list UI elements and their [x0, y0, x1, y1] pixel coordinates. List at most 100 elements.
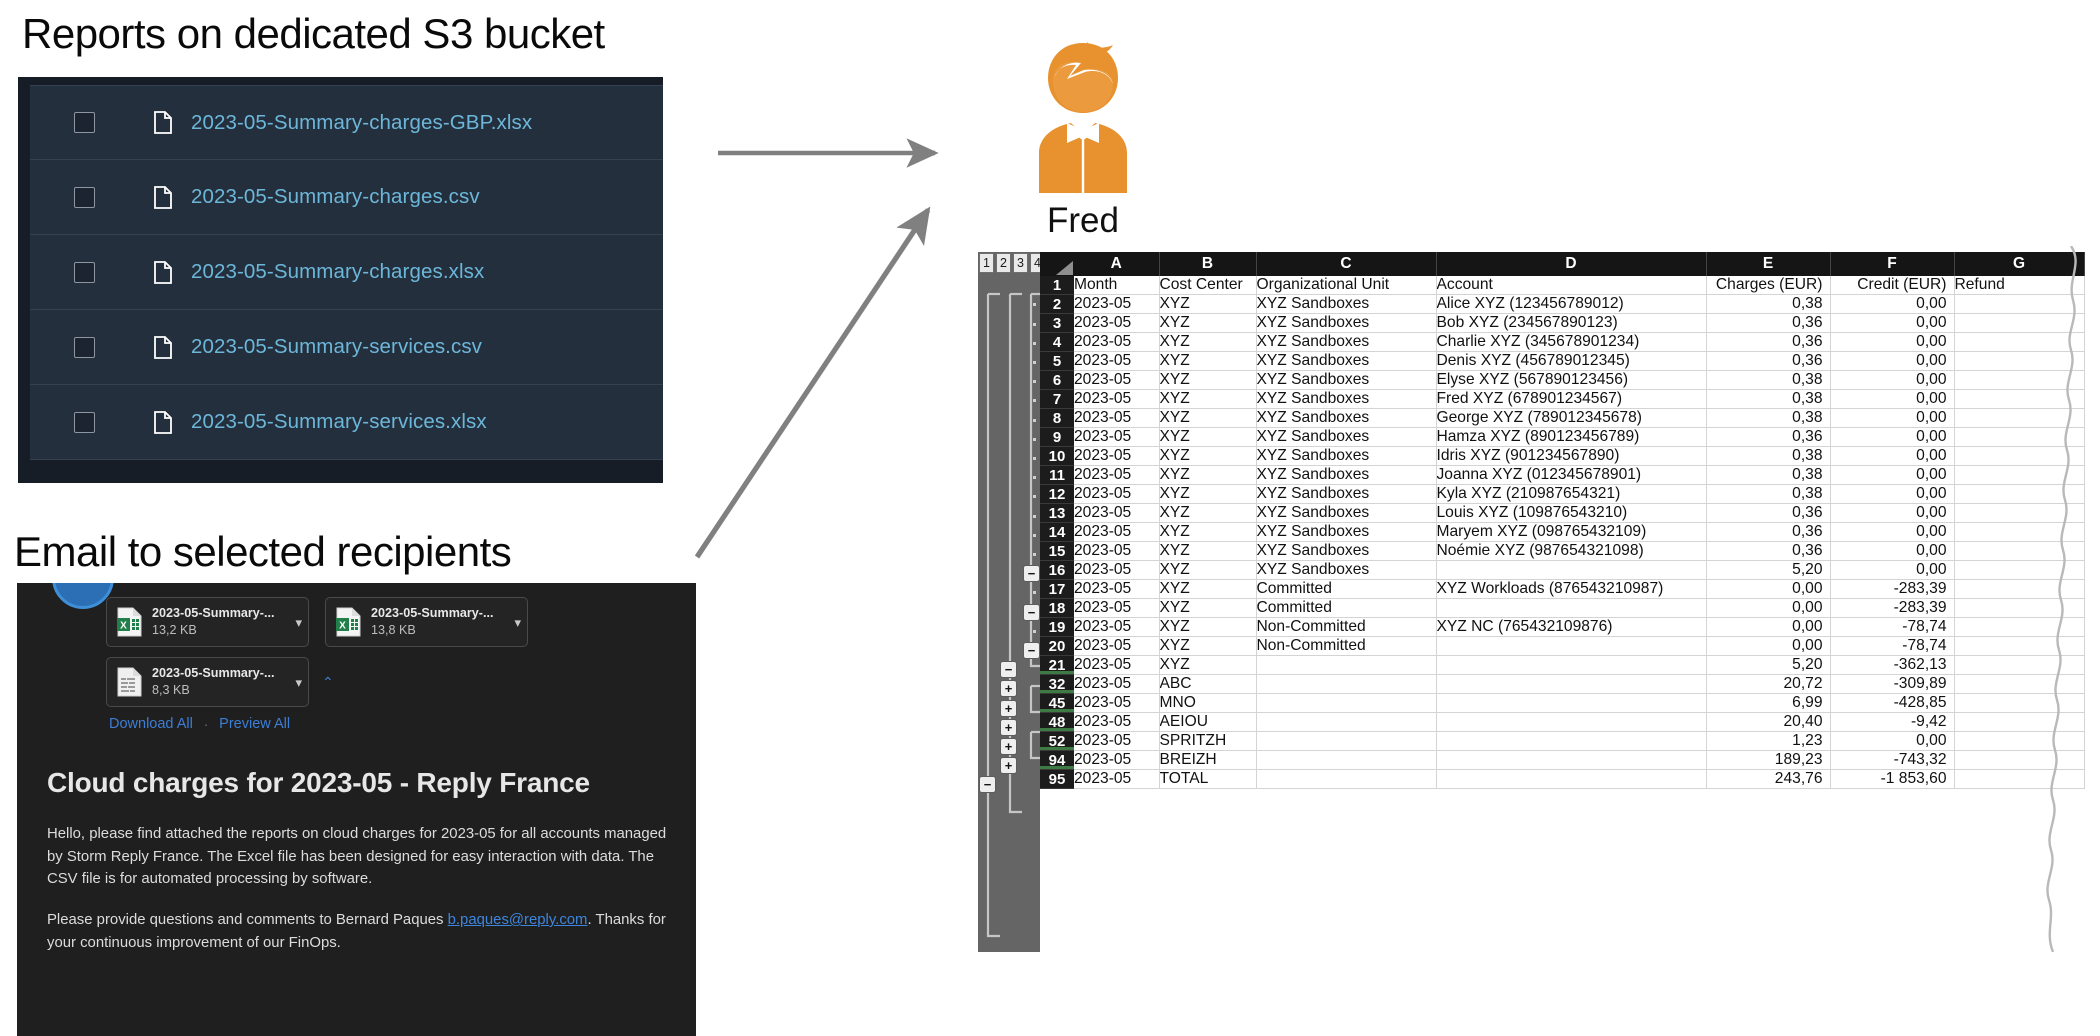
cell-F32[interactable]: -309,89 [1830, 674, 1955, 694]
cell-G21[interactable] [1954, 655, 2085, 675]
row-header-10[interactable]: 10 [1040, 446, 1074, 466]
cell-C19[interactable]: Non-Committed [1256, 617, 1437, 637]
cell-G48[interactable] [1954, 712, 2085, 732]
cell-F19[interactable]: -78,74 [1830, 617, 1955, 637]
cell-E8[interactable]: 0,38 [1706, 408, 1831, 428]
cell-C48[interactable] [1256, 712, 1437, 732]
cell-F6[interactable]: 0,00 [1830, 370, 1955, 390]
column-header-d[interactable]: D [1436, 252, 1707, 276]
cell-D94[interactable] [1436, 750, 1707, 770]
cell-D18[interactable] [1436, 598, 1707, 618]
cell-B6[interactable]: XYZ [1159, 370, 1257, 390]
cell-A16[interactable]: 2023-05 [1074, 560, 1160, 580]
cell-E13[interactable]: 0,36 [1706, 503, 1831, 523]
cell-C94[interactable] [1256, 750, 1437, 770]
cell-B32[interactable]: ABC [1159, 674, 1257, 694]
file-select-checkbox[interactable] [74, 411, 95, 433]
row-header-12[interactable]: 12 [1040, 484, 1074, 504]
outline-level-button-1[interactable]: 1 [979, 253, 994, 273]
cell-E20[interactable]: 0,00 [1706, 636, 1831, 656]
file-name-link[interactable]: 2023-05-Summary-charges.xlsx [191, 260, 485, 283]
row-header-94[interactable]: 94 [1040, 750, 1074, 770]
cell-B3[interactable]: XYZ [1159, 313, 1257, 333]
cell-B7[interactable]: XYZ [1159, 389, 1257, 409]
cell-G95[interactable] [1954, 769, 2085, 789]
cell-B15[interactable]: XYZ [1159, 541, 1257, 561]
cell-A14[interactable]: 2023-05 [1074, 522, 1160, 542]
cell-B95[interactable]: TOTAL [1159, 769, 1257, 789]
cell-G32[interactable] [1954, 674, 2085, 694]
cell-D19[interactable]: XYZ NC (765432109876) [1436, 617, 1707, 637]
outline-collapse-button[interactable]: − [1023, 641, 1040, 659]
cell-A18[interactable]: 2023-05 [1074, 598, 1160, 618]
cell-E95[interactable]: 243,76 [1706, 769, 1831, 789]
cell-C5[interactable]: XYZ Sandboxes [1256, 351, 1437, 371]
cell-E18[interactable]: 0,00 [1706, 598, 1831, 618]
cell-E15[interactable]: 0,36 [1706, 541, 1831, 561]
cell-C95[interactable] [1256, 769, 1437, 789]
file-list-item[interactable]: 2023-05-Summary-services.xlsx [30, 385, 663, 460]
cell-A94[interactable]: 2023-05 [1074, 750, 1160, 770]
row-header-18[interactable]: 18 [1040, 598, 1074, 618]
cell-G3[interactable] [1954, 313, 2085, 333]
cell-E5[interactable]: 0,36 [1706, 351, 1831, 371]
cell-F17[interactable]: -283,39 [1830, 579, 1955, 599]
cell-B20[interactable]: XYZ [1159, 636, 1257, 656]
file-select-checkbox[interactable] [74, 186, 95, 208]
cell-C10[interactable]: XYZ Sandboxes [1256, 446, 1437, 466]
cell-G13[interactable] [1954, 503, 2085, 523]
cell-E19[interactable]: 0,00 [1706, 617, 1831, 637]
cell-B2[interactable]: XYZ [1159, 294, 1257, 314]
cell-G94[interactable] [1954, 750, 2085, 770]
cell-C15[interactable]: XYZ Sandboxes [1256, 541, 1437, 561]
cell-D45[interactable] [1436, 693, 1707, 713]
cell-D20[interactable] [1436, 636, 1707, 656]
attachment-pill[interactable]: X 2023-05-Summary-... 13,2 KB ▾ [106, 597, 309, 647]
outline-collapse-button[interactable]: − [1000, 661, 1017, 679]
cell-D9[interactable]: Hamza XYZ (890123456789) [1436, 427, 1707, 447]
cell-F16[interactable]: 0,00 [1830, 560, 1955, 580]
file-select-checkbox[interactable] [74, 261, 95, 283]
cell-E32[interactable]: 20,72 [1706, 674, 1831, 694]
cell-E6[interactable]: 0,38 [1706, 370, 1831, 390]
file-list-item[interactable]: 2023-05-Summary-charges.xlsx [30, 235, 663, 310]
attachment-pill[interactable]: 2023-05-Summary-... 8,3 KB ▾ [106, 657, 309, 707]
cell-E10[interactable]: 0,38 [1706, 446, 1831, 466]
row-header-19[interactable]: 19 [1040, 617, 1074, 637]
row-header-32[interactable]: 32 [1040, 674, 1074, 694]
cell-B16[interactable]: XYZ [1159, 560, 1257, 580]
cell-B12[interactable]: XYZ [1159, 484, 1257, 504]
row-header-14[interactable]: 14 [1040, 522, 1074, 542]
cell-D5[interactable]: Denis XYZ (456789012345) [1436, 351, 1707, 371]
file-select-checkbox[interactable] [74, 112, 95, 133]
cell-B19[interactable]: XYZ [1159, 617, 1257, 637]
cell-E94[interactable]: 189,23 [1706, 750, 1831, 770]
cell-D2[interactable]: Alice XYZ (123456789012) [1436, 294, 1707, 314]
cell-D7[interactable]: Fred XYZ (678901234567) [1436, 389, 1707, 409]
column-header-b[interactable]: B [1159, 252, 1257, 276]
cell-C4[interactable]: XYZ Sandboxes [1256, 332, 1437, 352]
column-header-e[interactable]: E [1706, 252, 1831, 276]
cell-B52[interactable]: SPRITZH [1159, 731, 1257, 751]
cell-B14[interactable]: XYZ [1159, 522, 1257, 542]
cell-D13[interactable]: Louis XYZ (109876543210) [1436, 503, 1707, 523]
cell-D1[interactable]: Account [1436, 276, 1707, 295]
cell-G4[interactable] [1954, 332, 2085, 352]
cell-A8[interactable]: 2023-05 [1074, 408, 1160, 428]
cell-D21[interactable] [1436, 655, 1707, 675]
cell-E45[interactable]: 6,99 [1706, 693, 1831, 713]
select-all-corner[interactable] [1040, 252, 1074, 276]
cell-A20[interactable]: 2023-05 [1074, 636, 1160, 656]
cell-A13[interactable]: 2023-05 [1074, 503, 1160, 523]
row-header-95[interactable]: 95 [1040, 769, 1074, 789]
outline-collapse-button[interactable]: − [1023, 565, 1040, 583]
